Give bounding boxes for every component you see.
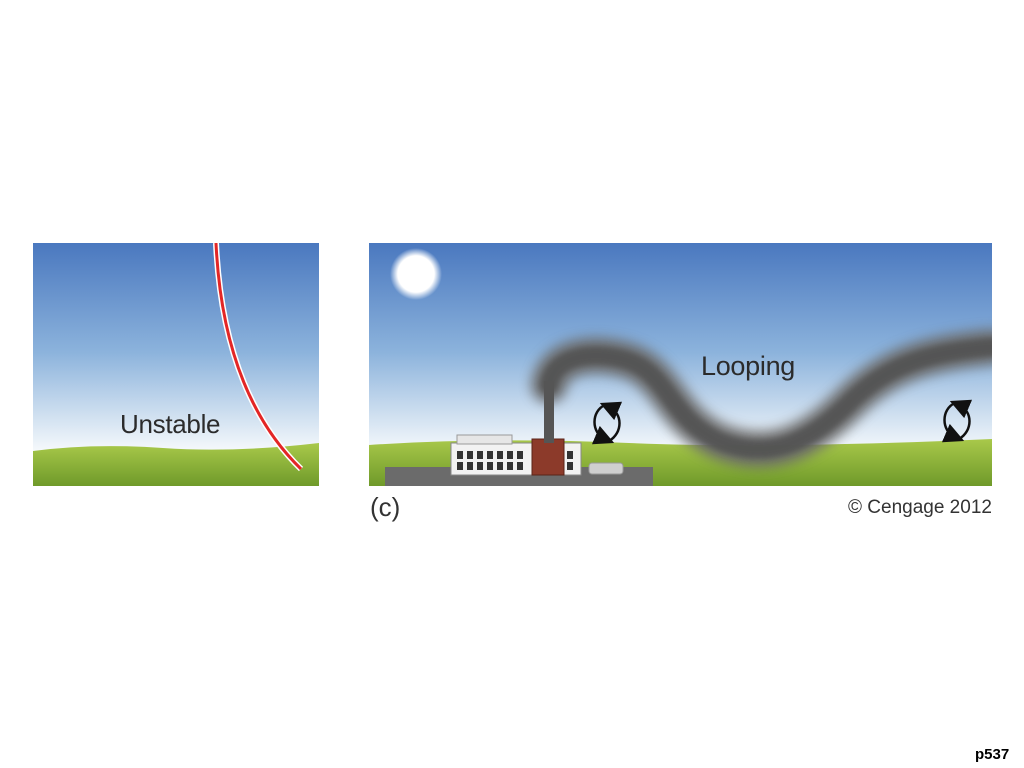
grass xyxy=(33,443,319,486)
page-reference: p537 xyxy=(975,746,1010,763)
factory-roof-unit xyxy=(456,434,513,445)
figure-letter: (c) xyxy=(370,492,401,522)
stability-label: Unstable xyxy=(120,409,221,439)
chimney xyxy=(544,381,554,443)
copyright-notice: © Cengage 2012 xyxy=(848,497,992,518)
unstable-panel: Unstable xyxy=(33,243,319,486)
looping-panel: Looping xyxy=(369,243,992,486)
storage-tanks xyxy=(588,462,624,475)
circulation-arrows-icon xyxy=(941,399,973,443)
sky xyxy=(33,243,319,486)
brick-block xyxy=(531,438,565,476)
plume-label: Looping xyxy=(701,351,795,381)
unstable-scene xyxy=(33,243,319,486)
looping-scene xyxy=(369,243,992,486)
smoke-plume-core xyxy=(540,338,992,459)
environmental-lapse-rate-line xyxy=(214,243,303,471)
sun-icon xyxy=(390,248,442,300)
factory-windows xyxy=(457,451,573,470)
circulation-arrows-icon xyxy=(591,401,623,445)
